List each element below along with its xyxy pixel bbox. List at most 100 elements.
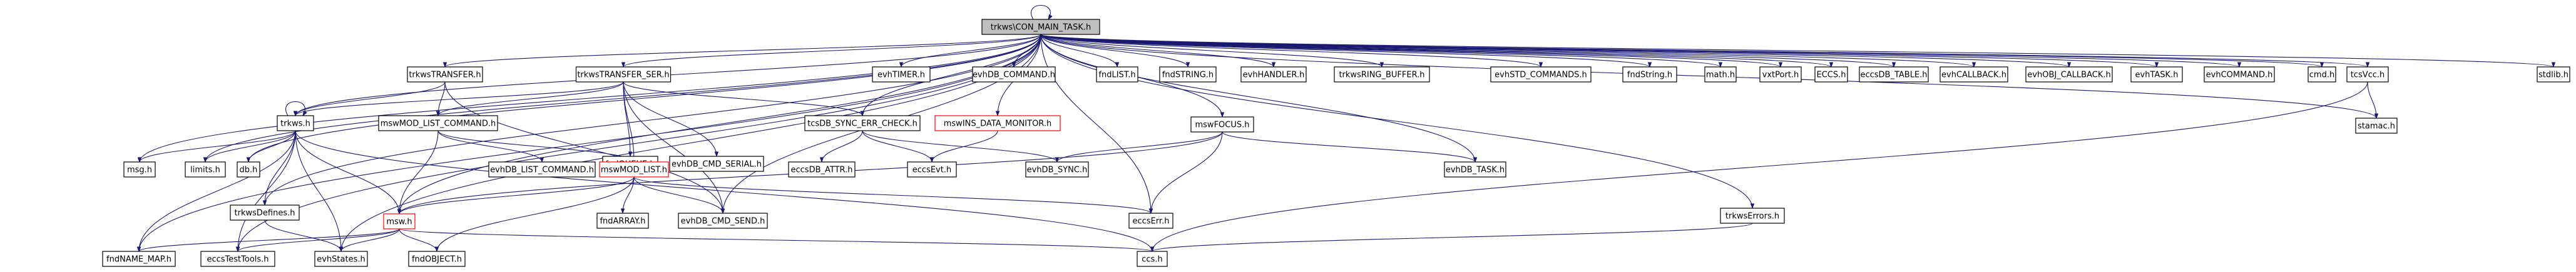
node-trkwsdefines-h[interactable]: trkwsDefines.h bbox=[230, 204, 300, 221]
node-label: eccsDB_ATTR.h bbox=[791, 166, 853, 175]
node-eccstesttools-h[interactable]: eccsTestTools.h bbox=[200, 251, 275, 267]
node-evhdb-sync-h[interactable]: evhDB_SYNC.h bbox=[1025, 161, 1089, 178]
node-eccserr-h[interactable]: eccsErr.h bbox=[1128, 213, 1173, 229]
node-mswins-data-monitor-h[interactable]: mswINS_DATA_MONITOR.h bbox=[934, 115, 1061, 131]
node-box bbox=[1720, 208, 1785, 224]
node-fndstring-h[interactable]: fndString.h bbox=[1622, 66, 1677, 83]
node-trkwstransfer-h[interactable]: trkwsTRANSFER.h bbox=[407, 66, 483, 83]
edge-trkwstransfer-to-trkws bbox=[293, 81, 446, 117]
node-evhdb-command-h[interactable]: evhDB_COMMAND.h bbox=[972, 66, 1056, 83]
node-box bbox=[1759, 66, 1802, 83]
edge-root-to-evhtimer bbox=[899, 34, 1041, 68]
node-fndarray-h[interactable]: fndARRAY.h bbox=[596, 213, 649, 229]
node-fndlist-h[interactable]: fndLIST.h bbox=[1096, 66, 1138, 83]
node-label: fndLIST.h bbox=[1098, 71, 1135, 80]
node-label: ccs.h bbox=[1142, 255, 1162, 264]
node-fndobject-h[interactable]: fndOBJECT.h bbox=[408, 251, 466, 267]
edge-msw-to-fndname-map bbox=[136, 228, 400, 253]
node-box bbox=[2204, 66, 2275, 83]
node-trkws-con-main-task-h[interactable]: trkws\CON_MAIN_TASK.h bbox=[981, 19, 1100, 35]
node-label: evhHANDLER.h bbox=[1243, 71, 1305, 80]
node-evhdb-list-command-h[interactable]: evhDB_LIST_COMMAND.h bbox=[488, 161, 596, 178]
node-evhhandler-h[interactable]: evhHANDLER.h bbox=[1240, 66, 1307, 83]
node-evhdb-cmd-serial-h[interactable]: evhDB_CMD_SERIAL.h bbox=[669, 156, 764, 172]
node-box bbox=[1622, 66, 1677, 83]
node-evhtimer-h[interactable]: evhTIMER.h bbox=[872, 66, 931, 83]
node-label: mswMOD_LIST.h bbox=[601, 166, 667, 175]
node-mswfocus-h[interactable]: mswFOCUS.h bbox=[1190, 116, 1254, 133]
node-box bbox=[2346, 66, 2389, 83]
node-box bbox=[788, 161, 856, 178]
node-evhtask-h[interactable]: evhTASK.h bbox=[2130, 66, 2183, 83]
node-box bbox=[2355, 118, 2398, 134]
node-eccsdb-attr-h[interactable]: eccsDB_ATTR.h bbox=[788, 161, 856, 178]
node-trkwstransfer-ser-h[interactable]: trkwsTRANSFER_SER.h bbox=[575, 66, 672, 83]
node-box bbox=[872, 66, 931, 83]
node-box bbox=[1096, 66, 1138, 83]
node-box bbox=[1240, 66, 1307, 83]
node-tcsvcc-h[interactable]: tcsVcc.h bbox=[2346, 66, 2389, 83]
node-label: msg.h bbox=[127, 166, 152, 175]
node-vxtport-h[interactable]: vxtPort.h bbox=[1759, 66, 1802, 83]
node-label: evhTASK.h bbox=[2135, 71, 2179, 80]
node-evhdb-task-h[interactable]: evhDB_TASK.h bbox=[1444, 161, 1506, 178]
node-fndname-map-h[interactable]: fndNAME_MAP.h bbox=[102, 251, 176, 267]
node-fndstring-h[interactable]: fndSTRING.h bbox=[1159, 66, 1217, 83]
edge-root-to-evhcommand bbox=[1040, 34, 2241, 68]
node-eccs-h[interactable]: ECCS.h bbox=[1814, 66, 1848, 83]
node-label: ECCS.h bbox=[1817, 71, 1846, 80]
node-cmd-h[interactable]: cmd.h bbox=[2308, 66, 2336, 83]
node-label: evhTIMER.h bbox=[877, 71, 925, 80]
node-math-h[interactable]: math.h bbox=[1704, 66, 1737, 83]
node-label: math.h bbox=[1706, 71, 1735, 80]
node-evhdb-cmd-send-h[interactable]: evhDB_CMD_SEND.h bbox=[678, 213, 768, 229]
node-label: db.h bbox=[240, 166, 258, 175]
edge-trkws-to-ccs bbox=[295, 130, 1155, 253]
node-evhcommand-h[interactable]: evhCOMMAND.h bbox=[2204, 66, 2275, 83]
node-box bbox=[2308, 66, 2336, 83]
edge-root-to-fndlist bbox=[1040, 34, 1120, 68]
node-box bbox=[230, 204, 300, 221]
node-evhstates-h[interactable]: evhStates.h bbox=[314, 251, 368, 267]
node-stamac-h[interactable]: stamac.h bbox=[2355, 118, 2398, 134]
edge-mswmod-list-command-to-msw bbox=[397, 130, 439, 215]
node-tcsdb-sync-err-check-h[interactable]: tcsDB_SYNC_ERR_CHECK.h bbox=[804, 115, 921, 131]
node-mswmod-list-h[interactable]: mswMOD_LIST.h bbox=[599, 161, 669, 178]
node-box bbox=[408, 251, 466, 267]
node-stdlib-h[interactable]: stdlib.h bbox=[2537, 66, 2570, 83]
node-eccsdb-table-h[interactable]: eccsDB_TABLE.h bbox=[1859, 66, 1929, 83]
edge-tcsvcc-to-stamac bbox=[2367, 81, 2379, 119]
node-evhstd-commands-h[interactable]: evhSTD_COMMANDS.h bbox=[1490, 66, 1592, 83]
node-msg-h[interactable]: msg.h bbox=[123, 161, 156, 178]
edge-root-to-trkwsdefines bbox=[262, 34, 1041, 206]
node-ccs-h[interactable]: ccs.h bbox=[1137, 251, 1168, 267]
node-box bbox=[277, 115, 314, 131]
node-db-h[interactable]: db.h bbox=[237, 161, 260, 178]
node-eccsevt-h[interactable]: eccsEvt.h bbox=[907, 161, 957, 178]
node-mswmod-list-command-h[interactable]: mswMOD_LIST_COMMAND.h bbox=[378, 115, 498, 131]
node-label: trkwsErrors.h bbox=[1725, 212, 1779, 221]
edge-mswmod-list-to-fndobject bbox=[434, 176, 635, 253]
edge-tcsdb-sync-err-check-to-evhdb-sync bbox=[862, 130, 1060, 163]
node-trkws-h[interactable]: trkws.h bbox=[277, 115, 314, 131]
node-trkwsring-buffer-h[interactable]: trkwsRING_BUFFER.h bbox=[1334, 66, 1430, 83]
node-evhobj-callback-h[interactable]: evhOBJ_CALLBACK.h bbox=[2025, 66, 2113, 83]
node-trkwserrors-h[interactable]: trkwsErrors.h bbox=[1720, 208, 1785, 224]
node-evhcallback-h[interactable]: evhCALLBACK.h bbox=[1940, 66, 2008, 83]
node-label: tcsDB_SYNC_ERR_CHECK.h bbox=[807, 119, 917, 129]
edge-trkwstransfer-ser-to-mswmod-list-command bbox=[436, 81, 624, 117]
node-msw-h[interactable]: msw.h bbox=[383, 213, 416, 229]
node-box bbox=[669, 156, 764, 172]
edge-trkws-to-evhstates bbox=[295, 130, 344, 253]
node-box bbox=[972, 66, 1056, 83]
node-box bbox=[378, 115, 498, 131]
node-label: eccsDB_TABLE.h bbox=[1860, 71, 1927, 80]
node-label: trkws.h bbox=[280, 119, 310, 129]
node-box bbox=[102, 251, 176, 267]
edge-root-to-msg bbox=[137, 34, 1041, 163]
node-label: evhCOMMAND.h bbox=[2206, 71, 2273, 80]
node-limits-h[interactable]: limits.h bbox=[185, 161, 226, 178]
edges-layer bbox=[136, 4, 2555, 253]
node-box bbox=[1444, 161, 1506, 178]
edge-mswmod-list-command-to-evhdb-list-command bbox=[437, 130, 544, 163]
